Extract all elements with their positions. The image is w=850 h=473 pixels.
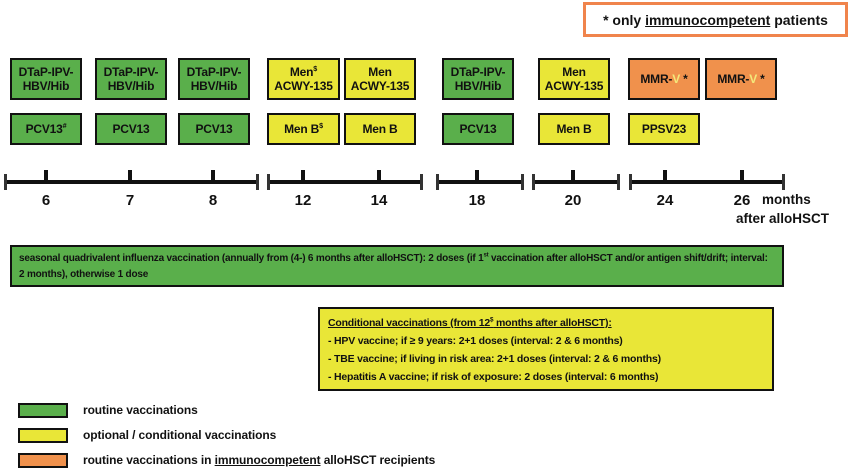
legend-label: routine vaccinations [83, 403, 198, 417]
timeline-endcap [267, 174, 270, 190]
influenza-banner-text: seasonal quadrivalent influenza vaccinat… [19, 252, 768, 280]
vaccine-box-dtap-ipv-hbv-hib-4: DTaP-IPV-HBV/Hib [442, 58, 514, 100]
timeline-segment [437, 180, 522, 184]
vaccine-box-label: DTaP-IPV- [186, 64, 242, 79]
influenza-banner: seasonal quadrivalent influenza vaccinat… [10, 245, 784, 287]
vaccine-box-label: HBV/Hib [22, 79, 70, 93]
timeline-endcap [256, 174, 259, 190]
timeline-endcap [436, 174, 439, 190]
vaccine-box-label: PCV13 [459, 121, 497, 136]
vaccine-box-label: PCV13 [195, 121, 233, 136]
legend-swatch-optional [18, 427, 68, 443]
vaccine-box-label: PCV13# [25, 120, 67, 136]
vaccine-box-label: Men [368, 64, 392, 79]
vaccine-box-men-b-1: Men B$ [267, 113, 340, 145]
timeline-tick-label: 26 [733, 192, 751, 209]
vaccine-box-dtap-ipv-hbv-hib-1: DTaP-IPV-HBV/Hib [10, 58, 82, 100]
legend-item-immuno: routine vaccinations in immunocompetent … [18, 452, 435, 468]
vaccine-box-men-acwy-135-1: Men$ACWY-135 [267, 58, 340, 100]
timeline-segment [630, 180, 783, 184]
timeline-tick-label: 12 [294, 192, 312, 209]
legend-item-routine: routine vaccinations [18, 402, 198, 418]
axis-unit-label-allohsct: after alloHSCT [736, 211, 830, 226]
conditional-item: - Hepatitis A vaccine; if risk of exposu… [328, 371, 659, 383]
vaccine-box-men-b-3: Men B [538, 113, 610, 145]
timeline-tick-label: 18 [468, 192, 486, 209]
timeline-tick-label: 6 [41, 192, 51, 209]
vaccine-box-label: PPSV23 [641, 121, 687, 136]
vaccine-box-pcv13-1: PCV13# [10, 113, 82, 145]
timeline-tick [44, 170, 48, 181]
timeline-segment [533, 180, 618, 184]
timeline-tick-label: 7 [125, 192, 135, 209]
timeline-endcap [420, 174, 423, 190]
vaccine-box-label: PCV13 [112, 121, 150, 136]
vaccine-box-mmr-v-2: MMR-V * [705, 58, 777, 100]
vaccine-box-label: Men B [362, 121, 398, 136]
timeline-endcap [629, 174, 632, 190]
legend-swatch-immuno [18, 452, 68, 468]
timeline-tick [377, 170, 381, 181]
timeline-tick-label: 24 [656, 192, 674, 209]
conditional-vaccinations-title: Conditional vaccinations (from 12$ month… [328, 316, 612, 329]
vaccine-box-label: Men B$ [284, 120, 323, 136]
vaccine-box-ppsv23: PPSV23 [628, 113, 700, 145]
legend-label: optional / conditional vaccinations [83, 428, 277, 442]
vaccine-box-label: DTaP-IPV- [103, 64, 159, 79]
timeline-tick [211, 170, 215, 181]
vaccine-box-pcv13-3: PCV13 [178, 113, 250, 145]
vaccine-box-label: DTaP-IPV- [18, 64, 74, 79]
vaccine-box-pcv13-2: PCV13 [95, 113, 167, 145]
vaccine-box-mmr-v-1: MMR-V * [628, 58, 700, 100]
axis-unit-label-months: months [762, 192, 811, 207]
conditional-item: - HPV vaccine; if ≥ 9 years: 2+1 doses (… [328, 335, 623, 347]
timeline-endcap [532, 174, 535, 190]
timeline-tick [128, 170, 132, 181]
vaccine-box-label: ACWY-135 [350, 79, 410, 93]
vaccine-box-pcv13-4: PCV13 [442, 113, 514, 145]
vaccine-box-dtap-ipv-hbv-hib-2: DTaP-IPV-HBV/Hib [95, 58, 167, 100]
timeline-tick [571, 170, 575, 181]
vaccine-box-label: MMR-V * [640, 71, 688, 86]
immunocompetent-note-box: * only immunocompetent patients [583, 2, 848, 37]
vaccine-box-label: Men B [556, 121, 592, 136]
legend-swatch-routine [18, 402, 68, 418]
conditional-vaccinations-items: - HPV vaccine; if ≥ 9 years: 2+1 doses (… [328, 332, 764, 386]
timeline-tick [663, 170, 667, 181]
timeline-tick-label: 14 [370, 192, 388, 209]
timeline-segment [268, 180, 421, 184]
vaccine-box-label: Men$ [289, 63, 318, 79]
vaccine-box-men-b-2: Men B [344, 113, 416, 145]
timeline-tick [475, 170, 479, 181]
vaccine-box-label: HBV/Hib [454, 79, 502, 93]
timeline-tick-label: 20 [564, 192, 582, 209]
vaccine-box-label: ACWY-135 [274, 79, 333, 93]
immunocompetent-note-text: * only immunocompetent patients [603, 11, 828, 28]
vaccine-box-label: DTaP-IPV- [450, 64, 506, 79]
conditional-vaccinations-box: Conditional vaccinations (from 12$ month… [318, 307, 774, 391]
timeline-endcap [782, 174, 785, 190]
legend-item-optional: optional / conditional vaccinations [18, 427, 276, 443]
vaccine-box-label: MMR-V * [717, 71, 765, 86]
vaccine-box-label: HBV/Hib [190, 79, 238, 93]
timeline-tick [301, 170, 305, 181]
timeline-tick-label: 8 [208, 192, 218, 209]
vaccine-box-label: ACWY-135 [544, 79, 604, 93]
timeline-segment [5, 180, 257, 184]
timeline-endcap [521, 174, 524, 190]
vaccine-box-label: HBV/Hib [107, 79, 155, 93]
conditional-item: - TBE vaccine; if living in risk area: 2… [328, 353, 661, 365]
timeline-endcap [4, 174, 7, 190]
legend-label: routine vaccinations in immunocompetent … [83, 453, 436, 467]
vaccine-box-dtap-ipv-hbv-hib-3: DTaP-IPV-HBV/Hib [178, 58, 250, 100]
timeline-tick [740, 170, 744, 181]
vaccine-box-label: Men [562, 64, 586, 79]
timeline-endcap [617, 174, 620, 190]
